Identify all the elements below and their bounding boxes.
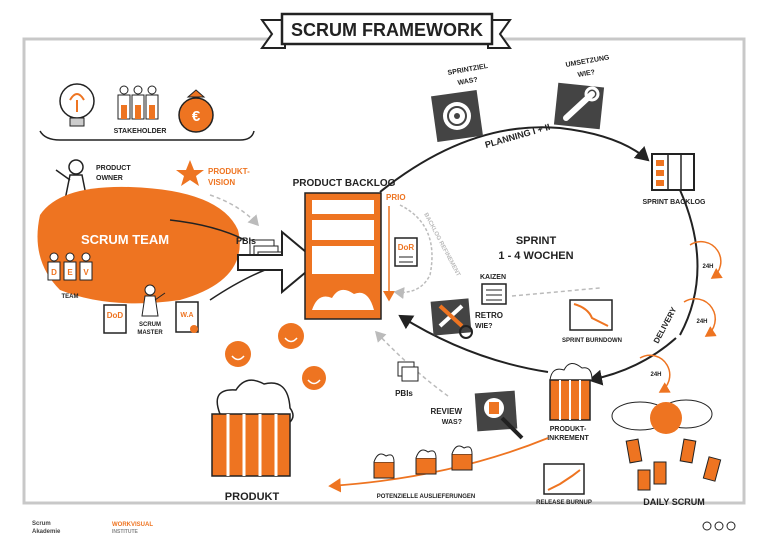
- team-curve-lower: [209, 269, 266, 301]
- scrum-master-label-1: SCRUM: [139, 322, 161, 328]
- refinement-arc: [393, 204, 433, 300]
- title-banner: SCRUM FRAMEWORK: [260, 12, 512, 49]
- produkt-vision-label-2: VISION: [208, 178, 235, 187]
- daily-scrum-group: [611, 399, 722, 491]
- prio-label: PRIO: [386, 193, 406, 202]
- sprintziel-label-1: SPRINTZIEL: [447, 63, 489, 77]
- footer-logo-workvisual-1: WORKVISUAL: [112, 522, 153, 528]
- produkt-label: PRODUKT: [225, 491, 280, 503]
- sprint-backlog-board: [651, 153, 695, 191]
- product-backlog-board: [304, 192, 382, 320]
- backlog-refinement-label: BACKLOG REFINEMENT: [422, 212, 461, 278]
- people-group-icon: [117, 85, 159, 120]
- retro-tools-icon: [430, 298, 473, 339]
- wa-document-icon: W.A: [175, 301, 199, 333]
- smiley-icons: [225, 323, 326, 390]
- wa-label: W.A: [180, 312, 193, 319]
- kaizen-document-icon: [481, 283, 507, 305]
- money-bag-icon: €: [178, 89, 214, 133]
- team-label: TEAM: [62, 294, 79, 300]
- daily-cycle-3: 24H: [639, 354, 671, 393]
- dor-label: DoR: [398, 243, 415, 252]
- review-dashed-arrow: [374, 330, 449, 397]
- license-icons: [702, 521, 736, 531]
- review-magnifier-icon: [474, 390, 524, 440]
- sprint-burndown-label: SPRINT BURNDOWN: [562, 338, 622, 344]
- scrum-team-label: SCRUM TEAM: [81, 232, 169, 247]
- dod-document-icon: DoD: [103, 304, 127, 334]
- stakeholder-group: € STAKEHOLDER: [39, 83, 255, 141]
- release-burnup-chart: [543, 463, 585, 495]
- delivery-arc: [588, 337, 677, 386]
- star-icon: [176, 160, 204, 186]
- pbis-label: PBIs: [236, 236, 256, 246]
- retro-label-1: RETRO: [475, 311, 503, 320]
- product-owner-label-2: OWNER: [96, 175, 123, 182]
- sprint-cycle-bottom: [398, 314, 549, 373]
- sprintziel-label-2: WAS?: [457, 77, 478, 87]
- h24-label-2: 24H: [696, 319, 707, 325]
- retro-label-2: WIE?: [475, 323, 493, 330]
- sprint-backlog-label: SPRINT BACKLOG: [643, 199, 707, 206]
- product-backlog-title: PRODUCT BACKLOG: [293, 178, 396, 189]
- produkt-vision-label-1: PRODUKT-: [208, 167, 250, 176]
- review-label-2: WAS?: [442, 419, 462, 426]
- pbis-bottom-icon: [397, 361, 419, 382]
- team-members: D E V: [47, 252, 93, 281]
- svg-text:€: €: [192, 108, 201, 125]
- sprint-cycle-right: [679, 189, 699, 336]
- team-to-backlog-arrow: [237, 229, 320, 295]
- planning-label: PLANNING I + II: [484, 122, 551, 150]
- h24-label-1: 24H: [702, 264, 713, 270]
- daily-scrum-label: DAILY SCRUM: [643, 497, 705, 507]
- sprint-burndown-chart: [569, 299, 613, 331]
- produkt-inkrement-label-2: INKREMENT: [547, 435, 589, 442]
- page-title: SCRUM FRAMEWORK: [291, 20, 483, 40]
- sprint-label-1: SPRINT: [516, 235, 557, 247]
- produkt-inkrement-building: [549, 363, 593, 421]
- footer-logo-scrum-1: Scrum: [32, 521, 51, 527]
- stakeholder-label: STAKEHOLDER: [114, 128, 167, 135]
- team-letter-d: D: [51, 268, 57, 277]
- team-letter-v: V: [83, 268, 89, 277]
- dor-document-icon: DoR: [394, 237, 418, 267]
- sprint-label-2: 1 - 4 WOCHEN: [498, 250, 573, 262]
- potential-delivery-buildings: [373, 445, 473, 479]
- h24-label-3: 24H: [650, 372, 661, 378]
- produkt-inkrement-label-1: PRODUKT-: [550, 426, 587, 433]
- team-letter-e: E: [67, 268, 73, 277]
- umsetzung-label-1: UMSETZUNG: [565, 54, 610, 69]
- wrench-icon: [553, 82, 605, 130]
- release-burnup-label: RELEASE BURNUP: [536, 500, 592, 506]
- review-label-1: REVIEW: [430, 407, 462, 416]
- potenzielle-label: POTENZIELLE AUSLIEFERUNGEN: [377, 494, 475, 500]
- stakeholder-bracket: [39, 130, 255, 141]
- scrum-master-figure: [141, 284, 166, 317]
- kaizen-label: KAIZEN: [480, 274, 506, 281]
- planning-arc: [379, 126, 650, 193]
- dod-label: DoD: [107, 311, 124, 320]
- delivery-to-produkt-arrow: [328, 437, 549, 493]
- produkt-building: [211, 379, 294, 477]
- daily-cycle-2: 24H: [683, 298, 717, 337]
- pbis-bottom-label: PBIs: [395, 389, 413, 398]
- sprintziel-target-icon: [431, 90, 483, 142]
- scrum-master-label-2: MASTER: [137, 330, 163, 336]
- daily-cycle-1: 24H: [689, 240, 723, 279]
- vision-arrow: [209, 194, 260, 227]
- umsetzung-label-2: WIE?: [577, 69, 595, 79]
- footer-logo-scrum-2: Akademie: [32, 529, 61, 535]
- lightbulb-icon: [59, 83, 95, 127]
- footer-logo-workvisual-2: INSTITUTE: [112, 529, 138, 535]
- product-owner-label-1: PRODUCT: [96, 165, 131, 172]
- team-curve-upper: [169, 219, 246, 241]
- kaizen-dashed-line: [511, 287, 601, 297]
